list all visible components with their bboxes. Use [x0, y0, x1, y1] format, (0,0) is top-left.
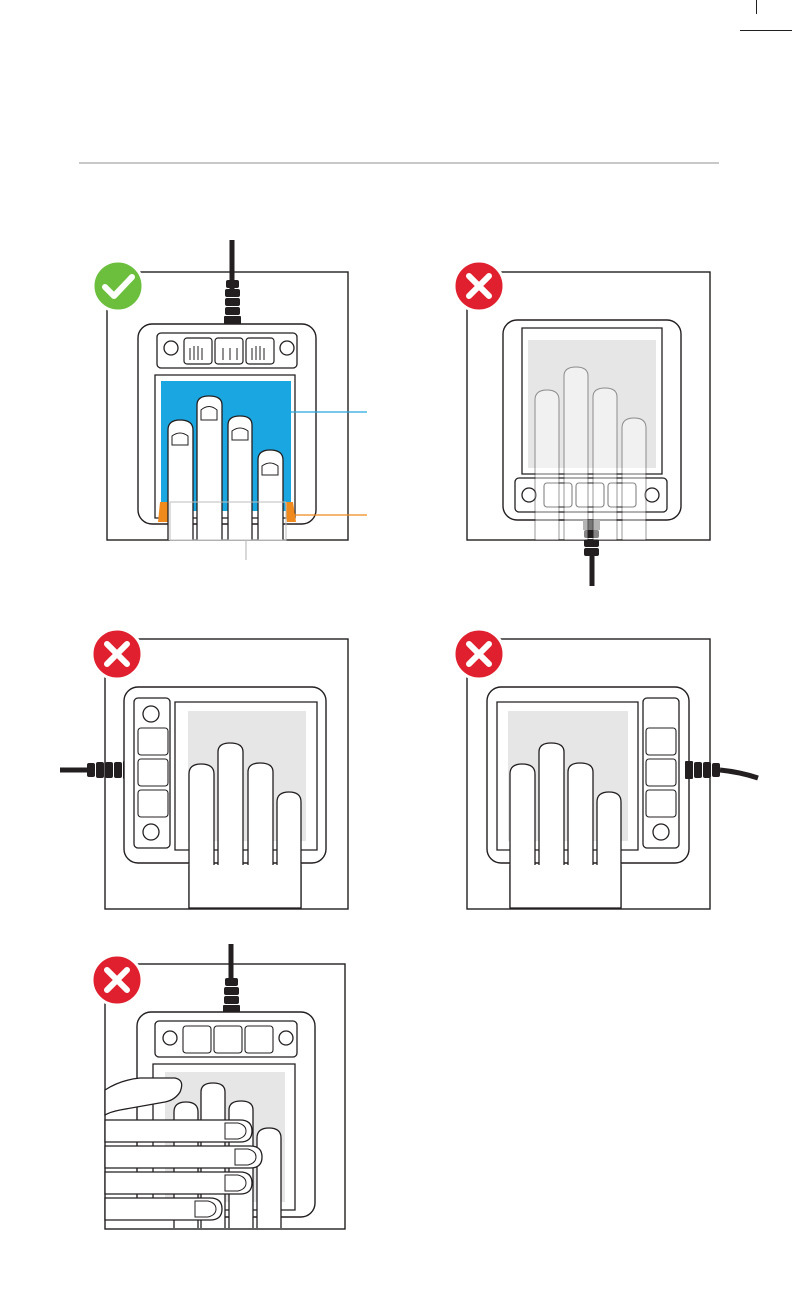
crop-mark-horizontal [740, 30, 792, 31]
x-mark-icon [454, 261, 504, 311]
x-mark-icon [92, 629, 142, 679]
section-divider [79, 162, 719, 164]
figure-correct-placement [80, 240, 380, 570]
usb-cable [685, 761, 758, 779]
figure-cable-left [55, 610, 365, 920]
power-button [164, 341, 178, 355]
x-mark-icon [454, 629, 504, 679]
help-button [280, 341, 294, 355]
checkmark-icon [93, 261, 143, 311]
usb-cable [224, 240, 241, 326]
figure-two-hands-overlap [80, 940, 380, 1240]
thumbs-button [215, 338, 243, 364]
x-mark-icon [92, 955, 142, 1005]
usb-cable [60, 761, 131, 779]
crop-mark-vertical [756, 0, 757, 14]
figure-device-rotated-180 [440, 240, 740, 590]
figure-cable-right [440, 610, 770, 920]
